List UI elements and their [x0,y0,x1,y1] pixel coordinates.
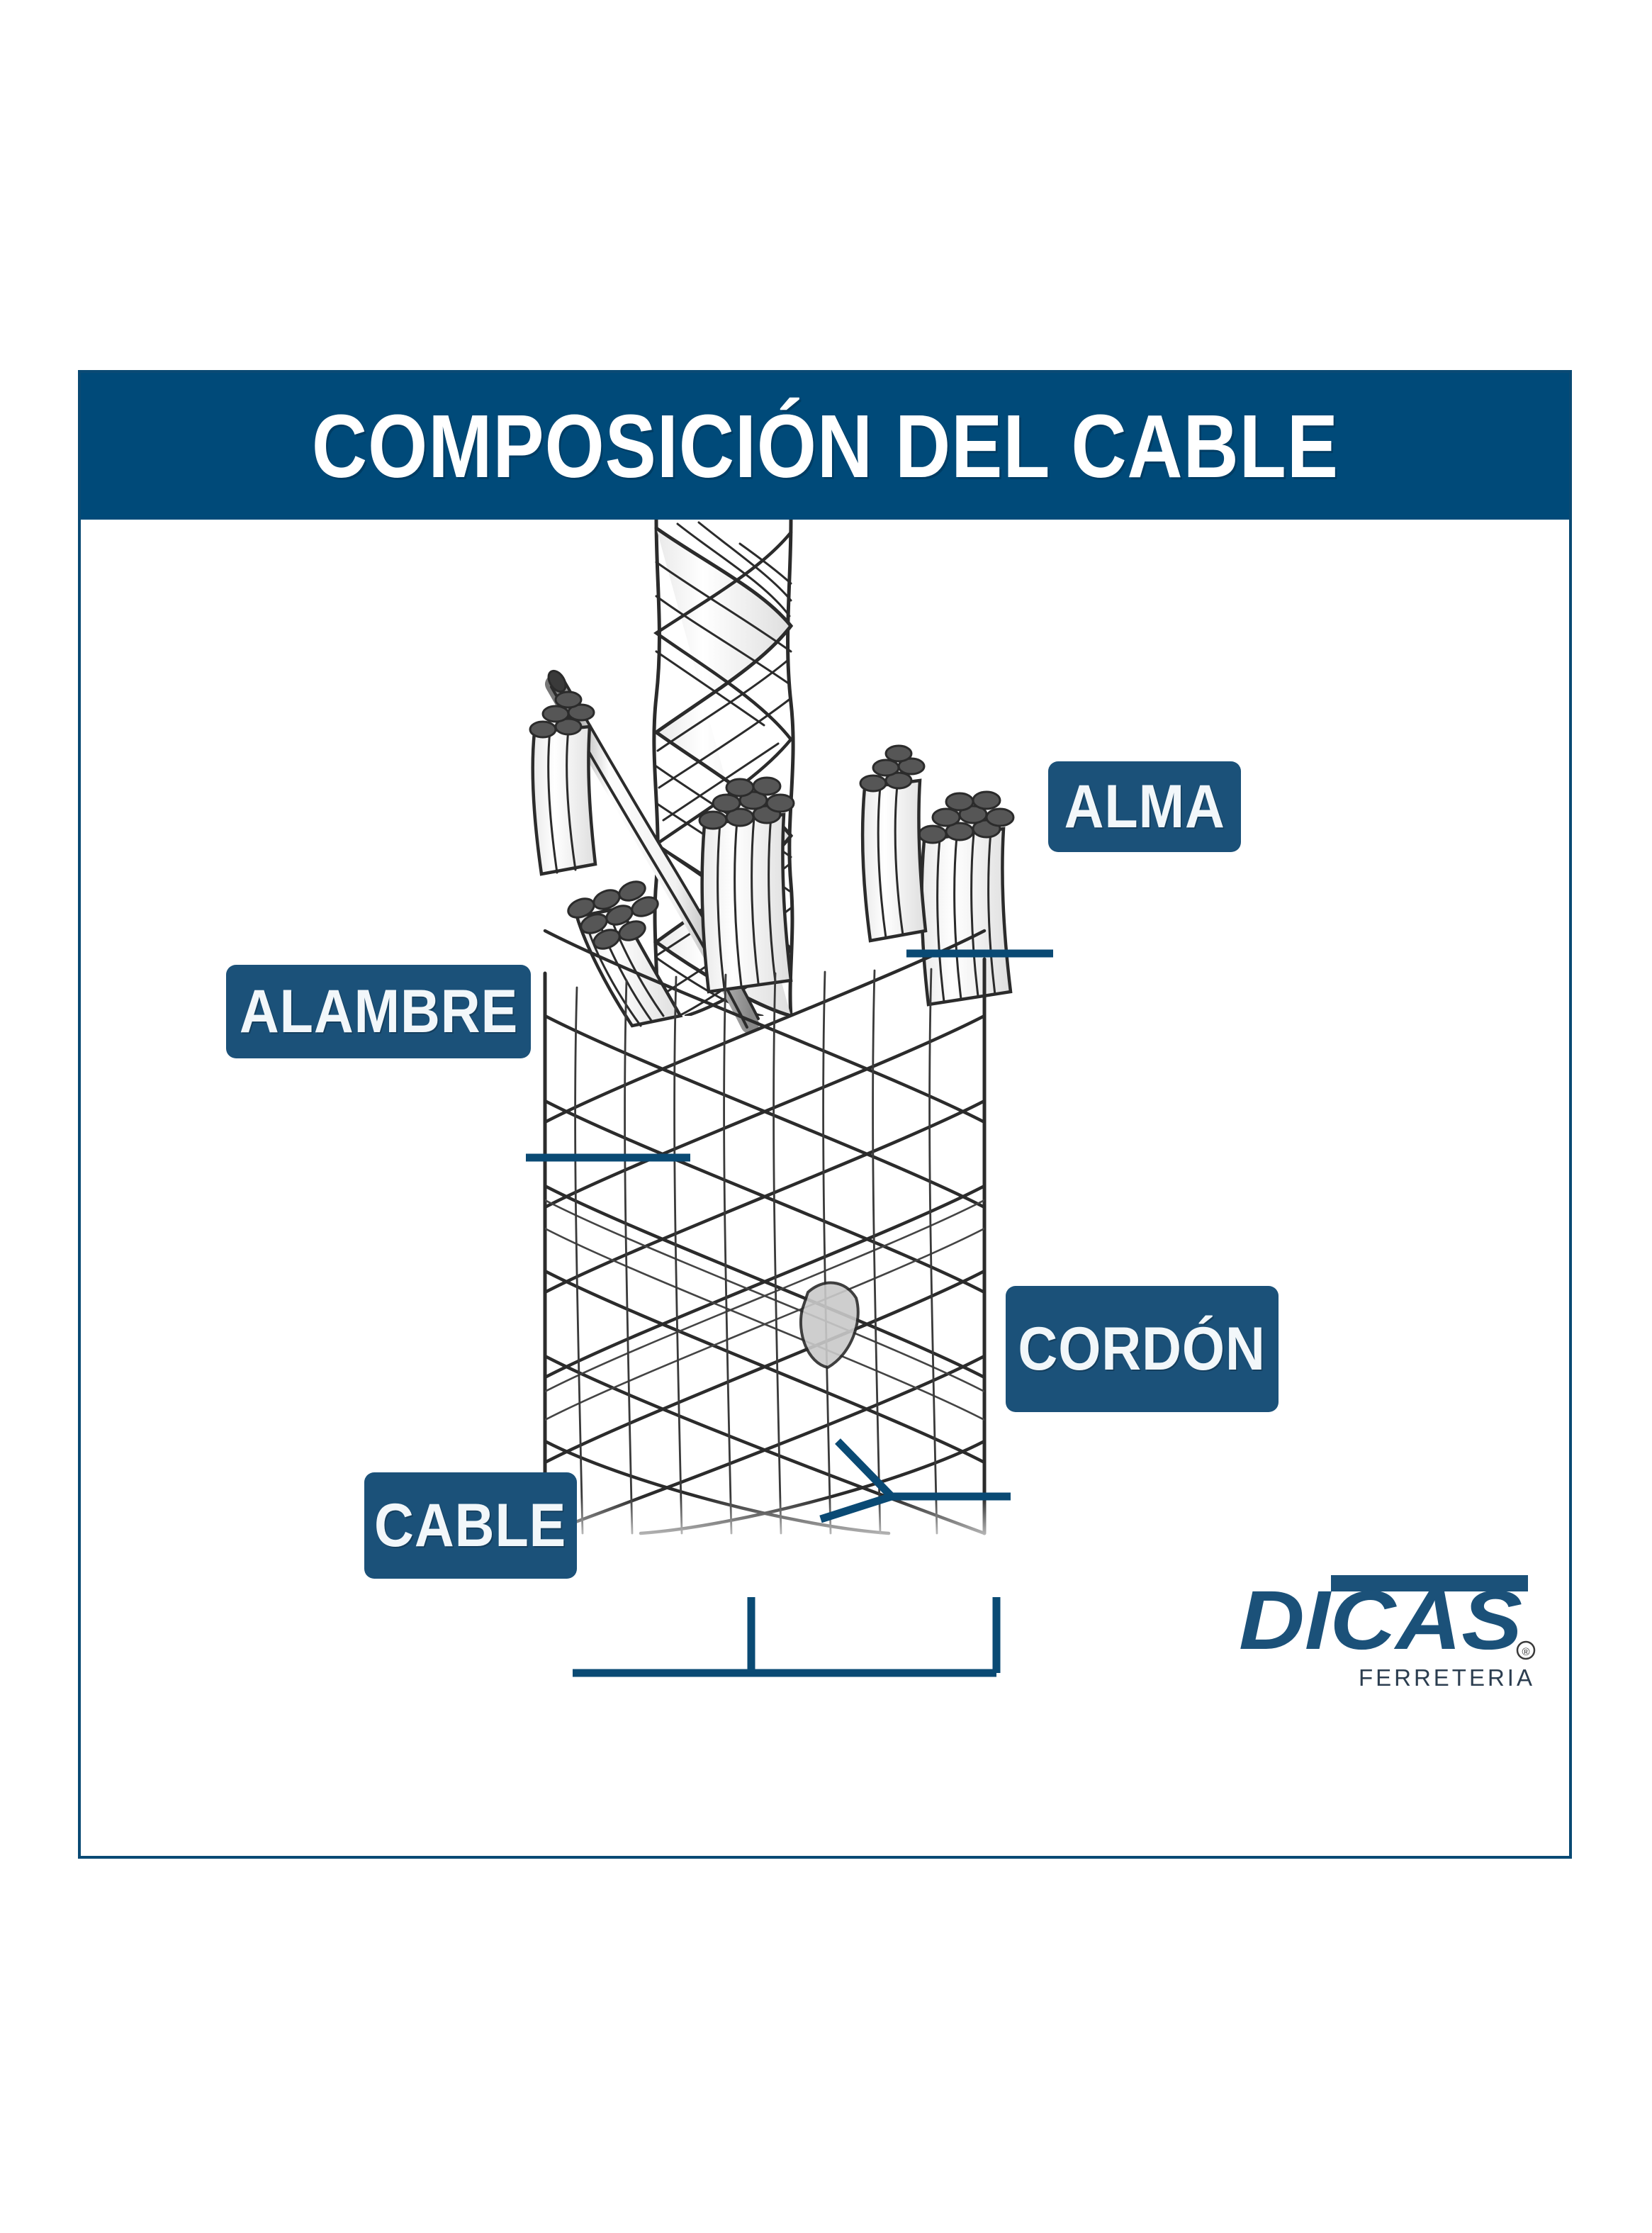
wire-cross-section-left [567,880,659,950]
callout-alambre-label: ALAMBRE [239,978,518,1046]
logo-tagline: FERRETERIA [1359,1664,1535,1691]
logo-brand-text: DICAS [1239,1574,1522,1667]
wire-cross-section-right [918,790,1015,844]
highlighted-strand-facet [799,1281,860,1370]
strand-end-inner-left [698,776,795,994]
header-band: COMPOSICIÓN DEL CABLE [81,373,1569,520]
callout-cordon-label: CORDÓN [1018,1315,1266,1383]
leader-lines [526,949,1053,1677]
dicas-logo-mark: DICAS ® FERRETERIA [1239,1574,1536,1691]
callout-cable-label: CABLE [374,1492,567,1560]
logo-top-bar [1331,1575,1528,1591]
callout-alambre[interactable]: ALAMBRE [226,965,531,1058]
diagram-canvas [81,520,1569,1859]
callout-cable[interactable]: CABLE [364,1472,577,1579]
leader-line-cable-bracket [573,1597,1001,1677]
content-frame: COMPOSICIÓN DEL CABLE [78,370,1572,1859]
wire-cross-section-inner-left [698,776,795,830]
strand-end-upper-right [859,744,928,943]
strand-end-upper-left [529,690,597,876]
wire-rope-illustration [506,520,1053,1677]
leader-line-cordon [819,1438,1011,1523]
callout-cordon[interactable]: CORDÓN [1006,1286,1279,1412]
page-title: COMPOSICIÓN DEL CABLE [311,396,1339,496]
callout-alma-label: ALMA [1064,773,1225,841]
dicas-logo[interactable]: DICAS ® FERRETERIA [1239,1571,1536,1695]
callout-alma[interactable]: ALMA [1048,761,1241,852]
strand-end-right [918,790,1015,1007]
registered-mark-circle [1516,1640,1536,1660]
strand-end-left [567,880,683,1028]
registered-mark-text: ® [1522,1646,1529,1658]
wire-cross-section-upper-left [529,690,595,739]
rope-drawing [506,520,1030,1555]
wire-cross-section-upper-right [859,744,926,793]
